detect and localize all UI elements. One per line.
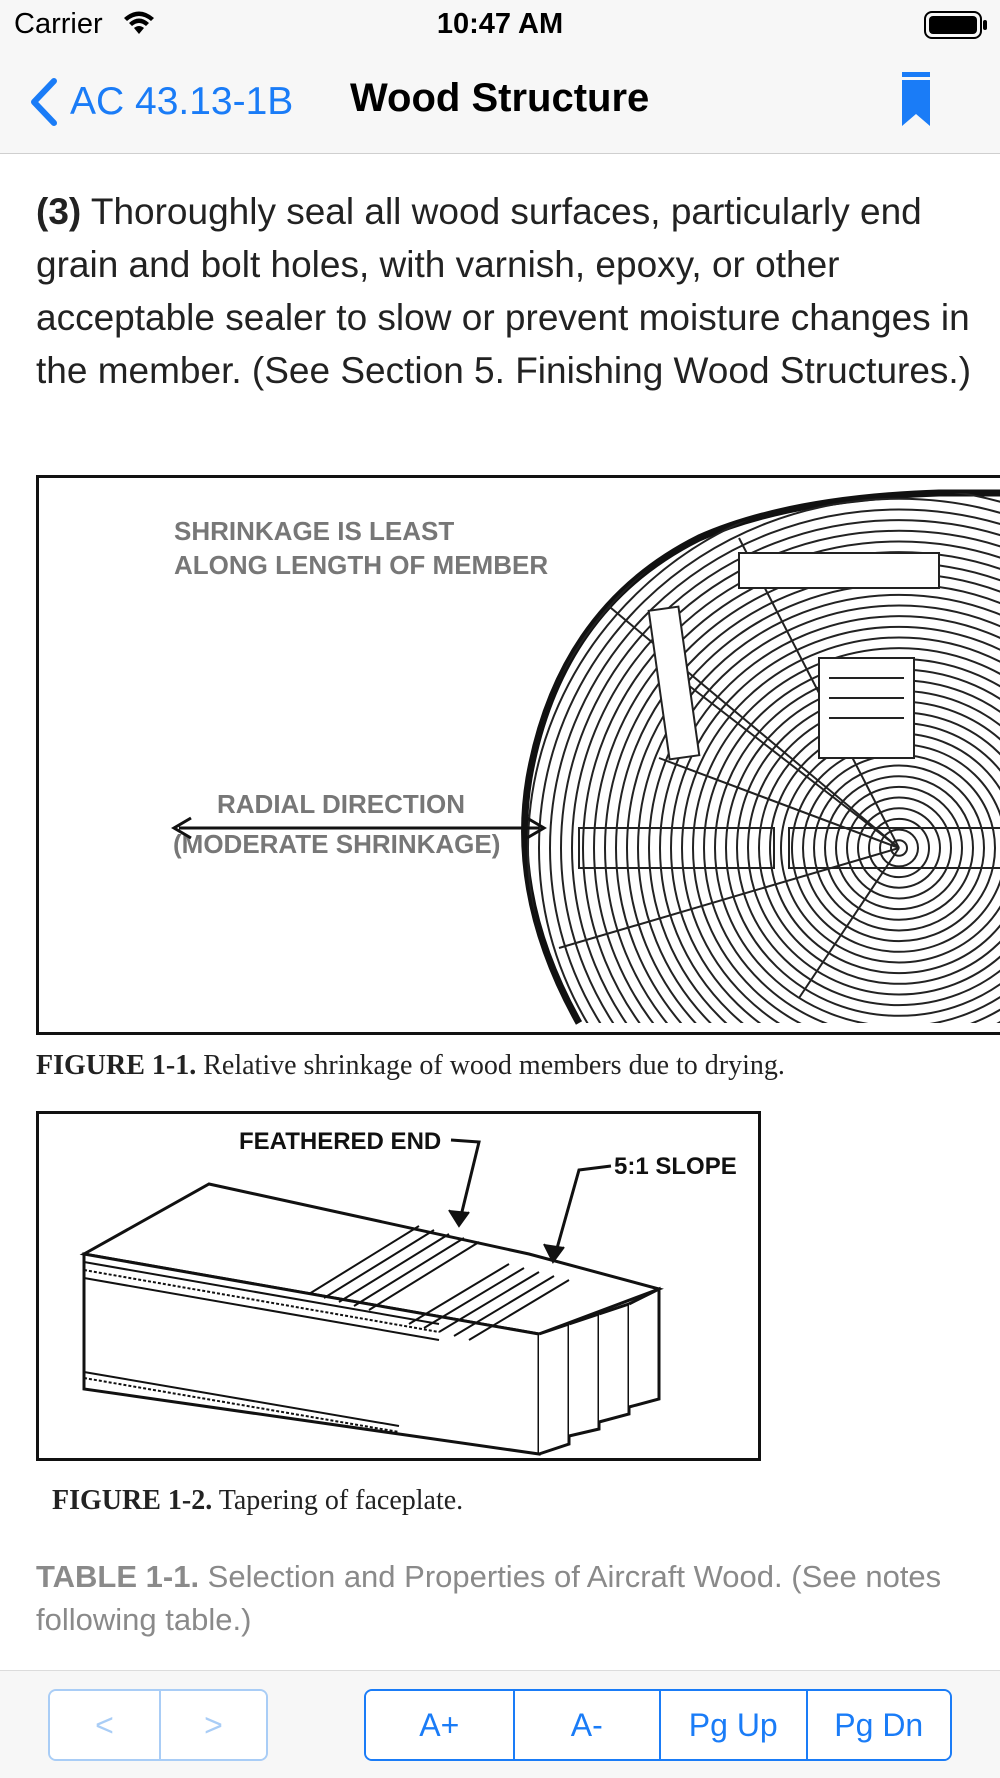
document-content[interactable]: (3) Thoroughly seal all wood surfaces, p… [0, 155, 1000, 1670]
growth-ring [527, 493, 1000, 1023]
growth-ring [890, 839, 908, 857]
growth-ring [846, 796, 952, 900]
feathered-end-arrow [450, 1138, 481, 1225]
radial-crack [678, 677, 900, 849]
navigation-bar: AC 43.13-1B Wood Structure [0, 50, 1000, 154]
radial-crack [798, 847, 900, 999]
paragraph-number: (3) [36, 191, 82, 232]
table-caption: TABLE 1-1. Selection and Properties of A… [36, 1555, 976, 1641]
growth-ring [648, 604, 1000, 1023]
figure1-caption-label: FIGURE 1-1. [36, 1050, 197, 1081]
next-button[interactable]: > [158, 1691, 266, 1759]
growth-ring [582, 540, 1000, 1023]
page-up-button[interactable]: Pg Up [659, 1691, 806, 1759]
growth-ring [681, 636, 1000, 1023]
figure2-feathered-end-label: FEATHERED END [239, 1128, 441, 1155]
figure2-caption-text: Tapering of faceplate. [212, 1485, 464, 1516]
wood-log-illustration: SHRINKAGE IS LEAST ALONG LENGTH OF MEMBE… [171, 489, 1000, 1025]
growth-ring [835, 785, 963, 911]
status-bar: Carrier 10:47 AM [0, 0, 1000, 50]
growth-ring [560, 519, 1000, 1023]
figure2-slope-label: 5:1 SLOPE [614, 1153, 737, 1180]
carrier-label: Carrier [14, 8, 103, 40]
back-button-label: AC 43.13-1B [70, 80, 294, 123]
battery-icon [924, 11, 987, 39]
figure1-label-line1: SHRINKAGE IS LEAST [174, 516, 454, 546]
figure1-radial-line2: (MODERATE SHRINKAGE) [173, 829, 500, 859]
previous-button[interactable]: < [50, 1691, 159, 1759]
figure1-caption: FIGURE 1-1. Relative shrinkage of wood m… [36, 1050, 785, 1082]
growth-ring [879, 828, 919, 868]
growth-ring [857, 807, 941, 889]
font-increase-button[interactable]: A+ [366, 1691, 513, 1759]
body-paragraph: (3) Thoroughly seal all wood surfaces, p… [36, 185, 976, 397]
growth-ring [692, 647, 1000, 1023]
growth-ring [824, 775, 974, 921]
growth-ring [637, 593, 1000, 1023]
back-button[interactable]: AC 43.13-1B [28, 74, 293, 130]
radial-crack [598, 597, 900, 849]
page-nav-group: < > [48, 1689, 268, 1761]
figure2-caption: FIGURE 1-2. Tapering of faceplate. [52, 1485, 463, 1517]
figure1-caption-text: Relative shrinkage of wood members due t… [196, 1050, 785, 1081]
radial-crack [658, 757, 900, 849]
growth-ring [670, 625, 1000, 1023]
paragraph-text: Thoroughly seal all wood surfaces, parti… [36, 191, 972, 391]
page-title: Wood Structure [350, 76, 650, 120]
growth-ring [659, 615, 1000, 1023]
page-down-button[interactable]: Pg Dn [805, 1691, 950, 1759]
figure1-label-line2: ALONG LENGTH OF MEMBER [174, 550, 548, 580]
growth-rings [524, 493, 1000, 1023]
table-caption-text: Selection and Properties of Aircraft Woo… [36, 1559, 942, 1637]
growth-ring [868, 817, 930, 879]
growth-ring [538, 497, 1000, 1023]
reader-controls-group: A+ A- Pg Up Pg Dn [364, 1689, 952, 1761]
growth-ring [769, 721, 1000, 975]
radial-crack [558, 847, 900, 949]
table-caption-label: TABLE 1-1. [36, 1559, 200, 1594]
font-decrease-button[interactable]: A- [512, 1691, 659, 1759]
figure-faceplate-taper: FEATHERED END 5:1 SLOPE [36, 1111, 761, 1461]
growth-ring [549, 508, 1000, 1023]
slope-hatching [308, 1225, 570, 1341]
chevron-left-icon [31, 78, 57, 126]
growth-ring [813, 764, 985, 932]
figure-wood-shrinkage: SHRINKAGE IS LEAST ALONG LENGTH OF MEMBE… [36, 475, 1000, 1035]
figure1-radial-line1: RADIAL DIRECTION [217, 789, 465, 819]
figure2-caption-label: FIGURE 1-2. [52, 1485, 213, 1516]
bookmark-icon[interactable] [900, 72, 932, 128]
slope-arrow [552, 1164, 612, 1260]
wifi-icon [124, 11, 154, 34]
status-time: 10:47 AM [436, 8, 564, 40]
growth-ring [571, 529, 1000, 1023]
bottom-toolbar: < > A+ A- Pg Up Pg Dn [0, 1670, 1000, 1778]
faceplate-illustration: FEATHERED END 5:1 SLOPE [79, 1128, 737, 1456]
